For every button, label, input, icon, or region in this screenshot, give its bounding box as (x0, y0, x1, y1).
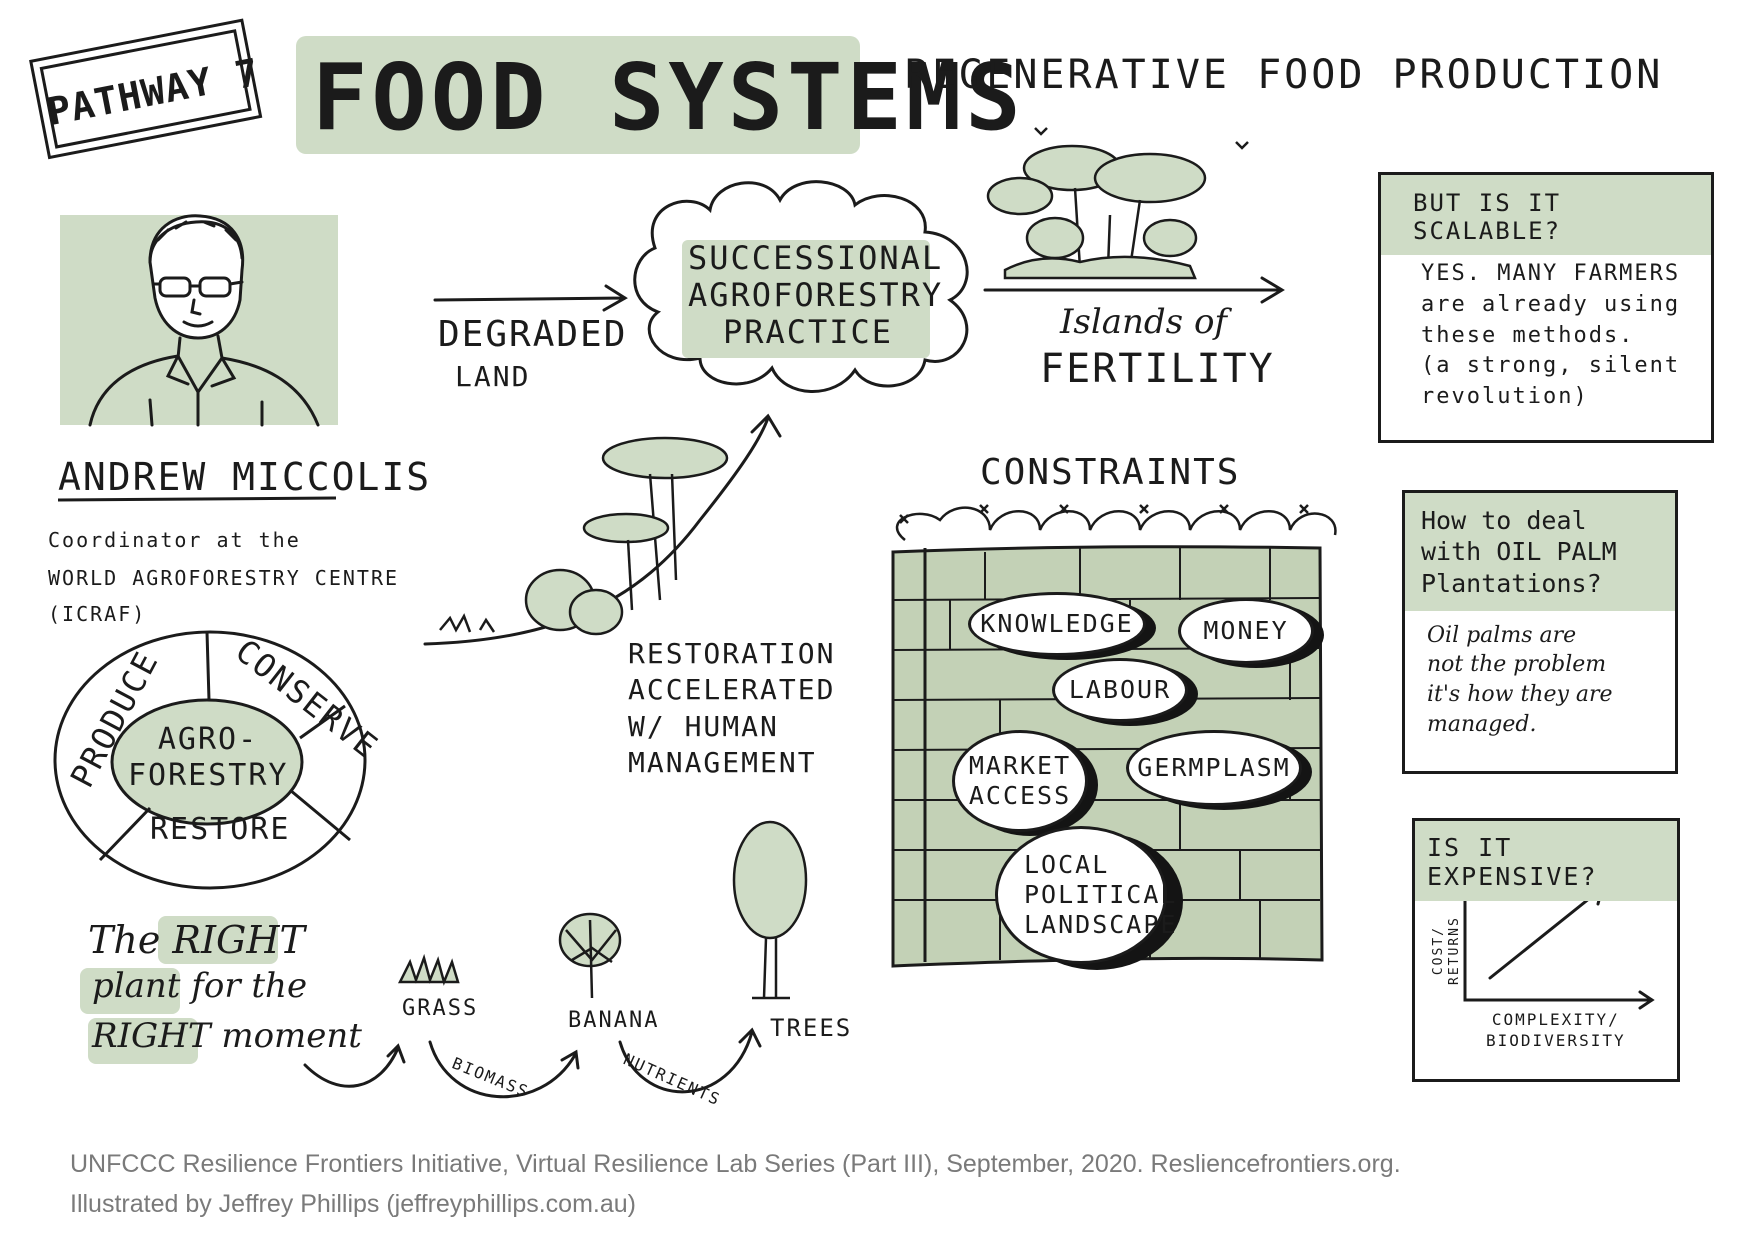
speaker-role-2: WORLD AGROFORESTRY CENTRE (48, 566, 400, 590)
expensive-box: IS IT EXPENSIVE? (1412, 818, 1680, 1082)
scalable-question: BUT IS IT SCALABLE? (1381, 175, 1711, 255)
succession-plants (397, 820, 808, 1000)
constraint-germplasm: GERMPLASM (1126, 730, 1302, 806)
footer-credit-line-1: UNFCCC Resilience Frontiers Initiative, … (70, 1150, 1401, 1178)
oil-palm-question: How to deal with OIL PALM Plantations? (1405, 493, 1675, 611)
wheel-restore-label: RESTORE (150, 812, 291, 847)
banana-label: BANANA (568, 1008, 660, 1033)
expensive-x-label: COMPLEXITY/ BIODIVERSITY (1486, 1010, 1626, 1050)
speaker-name: ANDREW MICCOLIS (58, 455, 432, 499)
right-highlight-1 (158, 916, 278, 964)
restoration-trees-drawing (439, 436, 729, 636)
page-subtitle: REGENERATIVE FOOD PRODUCTION (905, 52, 1664, 98)
trees-label: TREES (770, 1014, 853, 1042)
grass-label: GRASS (402, 996, 479, 1021)
islands-of-fertility-drawing (986, 127, 1249, 280)
footer-credit-line-2: Illustrated by Jeffrey Phillips (jeffrey… (70, 1190, 636, 1218)
fertility-label: FERTILITY (1040, 346, 1275, 392)
constraint-money: MONEY (1178, 598, 1314, 664)
right-line-1: The RIGHT (88, 918, 305, 962)
barbed-wire (895, 504, 1337, 541)
islands-label: Islands of (1060, 302, 1227, 342)
constraint-labour: LABOUR (1052, 658, 1188, 722)
constraints-title: CONSTRAINTS (980, 452, 1241, 493)
right-line-2: plant for the (92, 966, 308, 1006)
title-highlight (296, 36, 860, 154)
speaker-role-3: (ICRAF) (48, 602, 147, 626)
oil-palm-box: How to deal with OIL PALM Plantations? O… (1402, 490, 1678, 774)
wheel-center-label: AGRO- FORESTRY (128, 722, 289, 793)
degraded-label: DEGRADED (438, 314, 628, 355)
constraint-local-political-landscape: LOCAL POLITICAL LANDSCAPE (995, 826, 1175, 964)
oil-palm-answer: Oil palms are not the problem it's how t… (1427, 622, 1613, 737)
practice-highlight (682, 240, 930, 358)
scalable-answer: YES. MANY FARMERS are already using thes… (1421, 261, 1681, 410)
speaker-role-1: Coordinator at the (48, 528, 301, 552)
pathway-sign (29, 18, 263, 160)
agroforestry-wheel-drawing (53, 630, 367, 890)
succession-arrows (303, 1027, 762, 1099)
restoration-label: RESTORATION ACCELERATED W/ HUMAN MANAGEM… (628, 637, 836, 780)
land-label: LAND (455, 360, 531, 393)
constraint-market-access: MARKET ACCESS (952, 730, 1088, 832)
name-underline (57, 496, 337, 502)
page-title: FOOD SYSTEMS (312, 44, 1025, 151)
expensive-question: IS IT EXPENSIVE? (1415, 821, 1677, 901)
scalable-box: BUT IS IT SCALABLE? YES. MANY FARMERS ar… (1378, 172, 1714, 443)
expensive-y-label: COST/ RETURNS (1430, 916, 1462, 985)
practice-label: SUCCESSIONAL AGROFORESTRY PRACTICE (688, 239, 944, 351)
right-line-3: RIGHT moment (92, 1016, 362, 1056)
right-highlight-3 (88, 1018, 198, 1064)
right-highlight-2 (80, 968, 180, 1014)
portrait-sketch (88, 214, 320, 427)
constraint-knowledge: KNOWLEDGE (968, 592, 1146, 656)
